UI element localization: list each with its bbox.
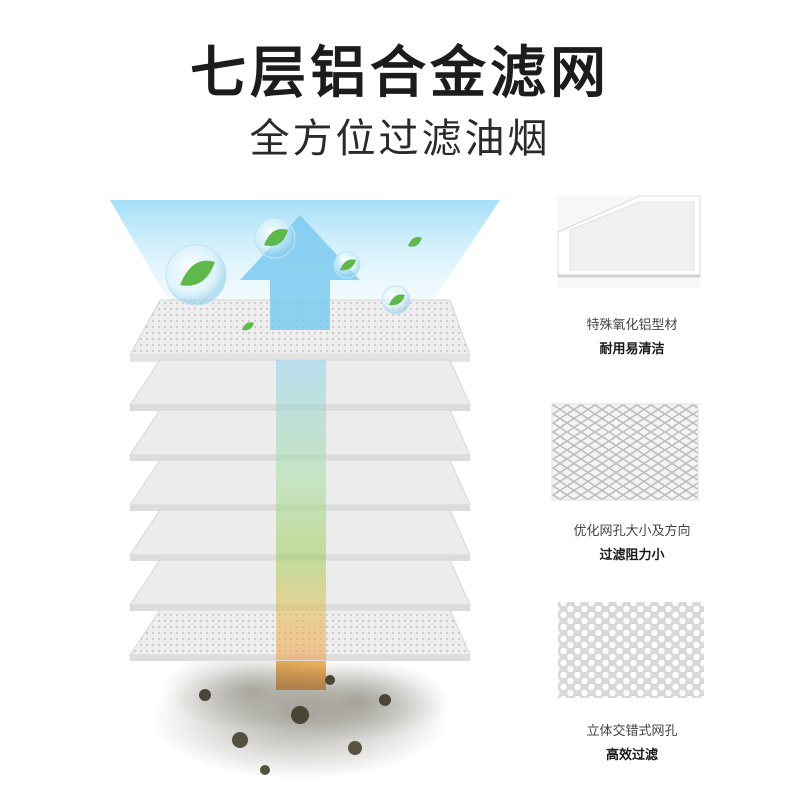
page-subtitle: 全方位过滤油烟: [249, 116, 551, 162]
feature-caption: 立体交错式网孔: [586, 724, 678, 739]
leaf-bubble-icon: [333, 251, 361, 279]
feature-caption: 优化网孔大小及方向: [573, 524, 691, 539]
feature-caption: 特殊氧化铝型材: [586, 318, 678, 333]
feature-highlight: 耐用易清洁: [599, 342, 665, 357]
aluminum-frame-icon: [557, 195, 701, 288]
leaf-bubble-icon: [254, 217, 296, 259]
feature-highlight: 过滤阻力小: [599, 548, 665, 563]
hex-hole-mesh-icon: [558, 602, 704, 698]
page-title: 七层铝合金滤网: [190, 41, 610, 106]
diamond-mesh-icon: [551, 403, 699, 501]
feature-highlight: 高效过滤: [605, 748, 658, 763]
up-arrow-icon: [240, 215, 360, 330]
leaf-bubble-icon: [165, 244, 227, 306]
leaf-bubble-icon: [381, 285, 411, 315]
leaf-icon: [408, 237, 422, 247]
leaf-icon: [242, 322, 254, 331]
